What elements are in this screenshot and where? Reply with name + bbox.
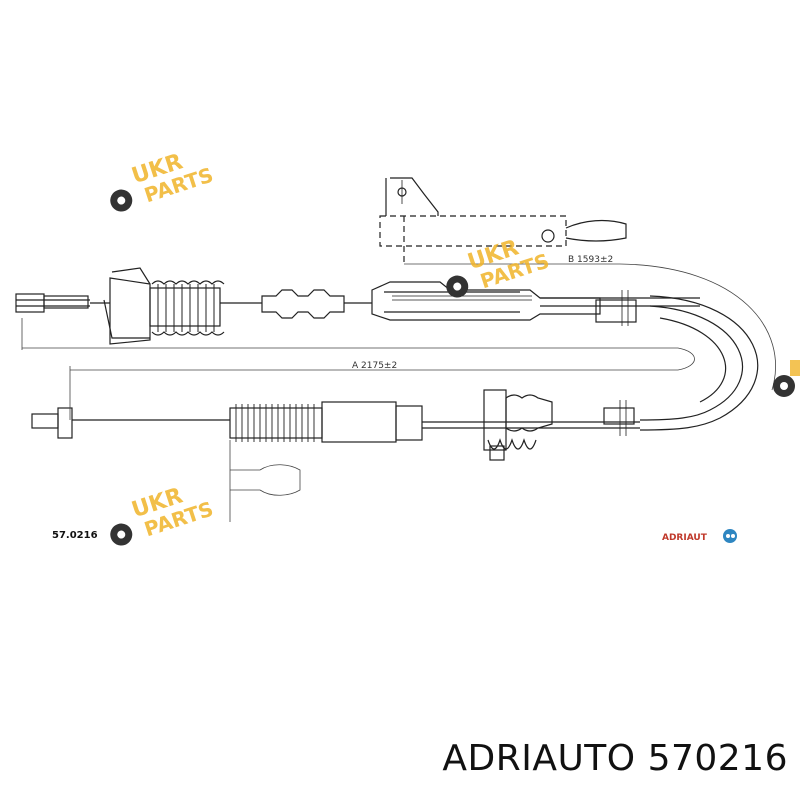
upper-cable-assembly: [15, 267, 700, 345]
part-code-label: 57.0216: [52, 530, 98, 541]
watermark-right-edge: [773, 360, 800, 397]
watermark-top-left: UKR PARTS: [110, 149, 216, 212]
top-mounting-bracket: [379, 177, 627, 264]
upper-spring-fitting: [261, 289, 345, 319]
lower-bellows-boot: [483, 389, 553, 461]
brand-logo-text: ADRIAUT: [662, 533, 708, 543]
cable-u-bend: [639, 295, 759, 431]
upper-end-fitting: [15, 293, 45, 313]
lower-spring-section: [229, 404, 323, 442]
watermark-bottom-left: UKR PARTS: [110, 483, 216, 546]
dimension-b-label: B 1593±2: [568, 255, 613, 265]
product-caption: ADRIAUTO 570216: [442, 738, 788, 779]
upper-bellows-boot: [149, 280, 225, 336]
lower-end-fitting: [31, 413, 59, 429]
dimension-a-label: A 2175±2: [352, 361, 397, 371]
lower-cable-assembly: [31, 389, 640, 461]
upper-conical-sleeve: [109, 277, 151, 345]
brand-logo: ADRIAUT: [662, 529, 737, 543]
watermark-center: UKR PARTS: [446, 235, 552, 298]
dimension-lines: [21, 263, 776, 522]
